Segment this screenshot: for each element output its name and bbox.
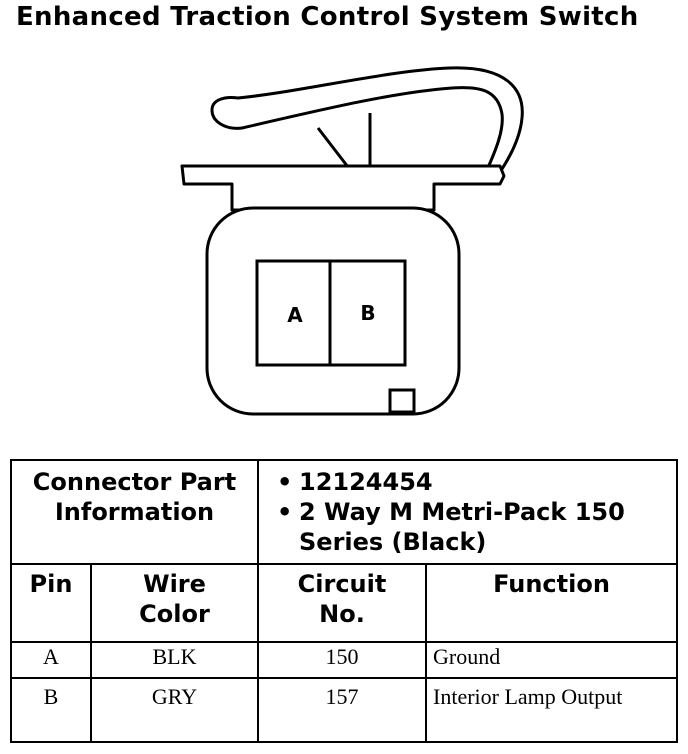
terminal-label-b: B — [360, 301, 375, 325]
pin-cell: A — [10, 641, 92, 679]
part-info-label: Connector Part Information — [32, 468, 237, 526]
wire-color-cell: BLK — [90, 641, 259, 679]
column-header-wire-color: Wire Color — [90, 563, 259, 643]
part-info-values-cell: 12124454 2 Way M Metri-Pack 150 Series (… — [256, 459, 679, 565]
connector-info-table: Connector Part Information 12124454 2 Wa… — [10, 459, 679, 743]
table-row: A BLK 150 Ground — [10, 641, 679, 679]
column-header-circuit: Circuit No. — [257, 563, 427, 643]
circuit-cell: 150 — [257, 641, 427, 679]
function-cell: Ground — [424, 641, 679, 679]
keying-notch — [388, 388, 416, 414]
latch-support-left — [316, 127, 350, 168]
connector-diagram: A B — [180, 66, 524, 416]
part-number: 12124454 — [277, 467, 676, 497]
connector-latch — [210, 66, 524, 174]
function-cell: Interior Lamp Output — [424, 677, 679, 743]
wire-color-cell: GRY — [90, 677, 259, 743]
terminal-label-a: A — [287, 303, 303, 327]
column-header-pin: Pin — [10, 563, 92, 643]
circuit-cell: 157 — [257, 677, 427, 743]
pin-cell: B — [10, 677, 92, 743]
terminal-cavity-a — [255, 259, 332, 367]
terminal-cavity-b — [328, 259, 407, 367]
column-header-function: Function — [424, 563, 679, 643]
page-title: Enhanced Traction Control System Switch — [16, 2, 639, 32]
table-row: B GRY 157 Interior Lamp Output — [10, 677, 679, 743]
connector-series: 2 Way M Metri-Pack 150 Series (Black) — [277, 497, 676, 557]
connector-flange — [180, 164, 506, 212]
part-info-label-cell: Connector Part Information — [10, 459, 259, 565]
